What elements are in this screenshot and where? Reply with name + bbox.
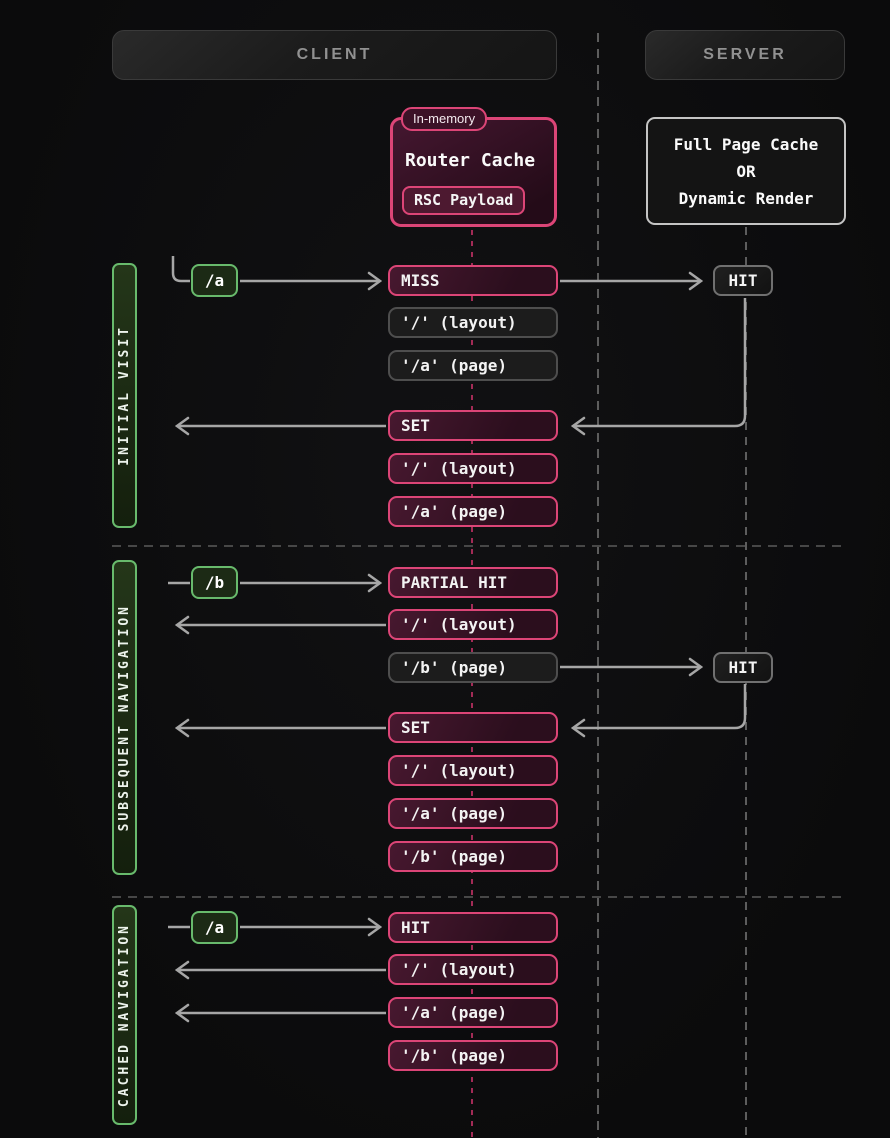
section-label-text: INITIAL VISIT xyxy=(117,325,132,466)
entry-curve-initial xyxy=(171,256,190,283)
box-page-a-pink-initial: '/a' (page) xyxy=(388,496,558,527)
box-layout-pink-cached: '/' (layout) xyxy=(388,954,558,985)
router-cache-box: In-memory Router Cache RSC Payload xyxy=(390,107,557,227)
request-chip-a-initial: /a xyxy=(191,264,238,297)
box-layout-pink-initial: '/' (layout) xyxy=(388,453,558,484)
in-memory-badge: In-memory xyxy=(401,107,488,131)
section-label-cached-navigation: CACHED NAVIGATION xyxy=(112,905,137,1125)
server-cache-box: Full Page Cache OR Dynamic Render xyxy=(646,117,846,225)
box-partial-hit: PARTIAL HIT xyxy=(388,567,558,598)
box-set-subsequent: SET xyxy=(388,712,558,743)
server-header: SERVER xyxy=(645,30,845,80)
server-cache-line-3: Dynamic Render xyxy=(678,188,814,208)
request-chip-b-subsequent: /b xyxy=(191,566,238,599)
server-cache-line-1: Full Page Cache xyxy=(673,134,819,154)
section-label-text: CACHED NAVIGATION xyxy=(117,922,132,1108)
rsc-payload-chip: RSC Payload xyxy=(402,186,526,215)
box-server-hit-initial: HIT xyxy=(713,265,773,296)
box-page-b-gray-subsequent: '/b' (page) xyxy=(388,652,558,683)
request-chip-a-cached: /a xyxy=(191,911,238,944)
box-layout-gray-initial: '/' (layout) xyxy=(388,307,558,338)
box-server-hit-subsequent: HIT xyxy=(713,652,773,683)
box-page-a-pink-subsequent: '/a' (page) xyxy=(388,798,558,829)
box-page-a-pink-cached: '/a' (page) xyxy=(388,997,558,1028)
server-cache-line-2: OR xyxy=(736,161,756,181)
box-layout-pink-subsequent-2: '/' (layout) xyxy=(388,755,558,786)
box-page-b-pink-cached: '/b' (page) xyxy=(388,1040,558,1071)
client-header: CLIENT xyxy=(112,30,557,80)
router-cache-title: Router Cache xyxy=(405,150,536,171)
box-hit-cached: HIT xyxy=(388,912,558,943)
box-page-b-pink-subsequent: '/b' (page) xyxy=(388,841,558,872)
box-set-initial: SET xyxy=(388,410,558,441)
arrow-hit-to-set-initial xyxy=(573,298,747,426)
box-miss: MISS xyxy=(388,265,558,296)
box-layout-pink-subsequent-1: '/' (layout) xyxy=(388,609,558,640)
section-label-initial-visit: INITIAL VISIT xyxy=(112,263,137,528)
box-page-a-gray-initial: '/a' (page) xyxy=(388,350,558,381)
section-label-subsequent-navigation: SUBSEQUENT NAVIGATION xyxy=(112,560,137,875)
arrow-hit-to-set-subsequent xyxy=(573,684,747,728)
section-label-text: SUBSEQUENT NAVIGATION xyxy=(117,603,132,832)
